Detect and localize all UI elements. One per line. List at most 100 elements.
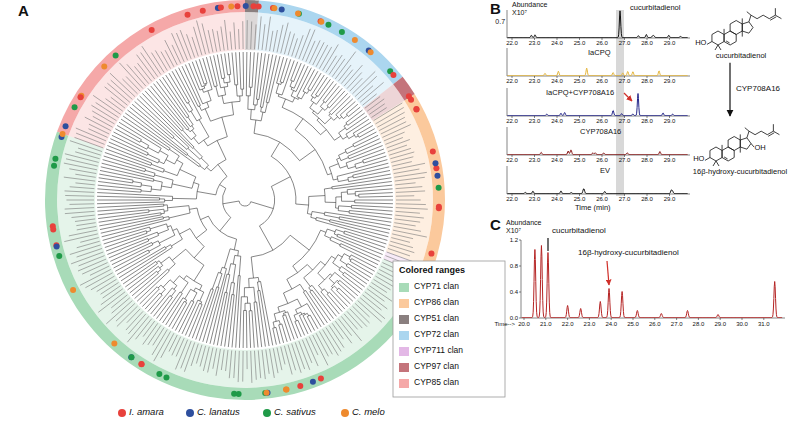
species-dot: [60, 131, 66, 137]
tick: [669, 76, 670, 78]
y-axis: [507, 127, 508, 155]
atom-label: HO: [695, 39, 706, 48]
species-dot: [251, 3, 257, 9]
tick: [602, 194, 603, 196]
species-dot: [432, 160, 438, 166]
y-axis: [521, 240, 522, 318]
enzyme-label: CYP708A16: [736, 84, 780, 93]
tick: [512, 116, 513, 118]
trace-label: CYP708A16: [580, 128, 621, 137]
tick: [742, 318, 743, 320]
tick-label: 28.0: [641, 157, 653, 164]
tick-label: 26.0: [596, 196, 608, 203]
chemical-structure: [692, 118, 788, 168]
tick: [519, 318, 521, 319]
panel-letter: C: [490, 216, 501, 233]
tick-label: 25.0: [574, 118, 586, 125]
tick: [579, 155, 580, 157]
panel-letter: B: [490, 0, 501, 17]
tick-label: 25.0: [574, 157, 586, 164]
tick: [669, 194, 670, 196]
tick: [763, 318, 764, 320]
legend-text: CYP72 clan: [414, 330, 459, 340]
tick: [519, 292, 521, 293]
legend-text: I. amara: [129, 407, 164, 418]
tick: [720, 318, 721, 320]
species-dot: [271, 5, 277, 11]
legend-swatch: [399, 283, 409, 292]
tick: [624, 155, 625, 157]
tick: [512, 38, 513, 40]
tick-label: 22.0: [506, 78, 518, 85]
tick-label: 26.0: [596, 157, 608, 164]
species-dot: [200, 8, 206, 14]
species-dot: [284, 387, 290, 393]
tick-label: 30.0: [736, 321, 748, 328]
tick: [654, 318, 655, 320]
tick-label: 27.0: [619, 40, 631, 47]
tick-label: 29.0: [664, 157, 676, 164]
tick: [624, 194, 625, 196]
species-dot: [296, 11, 302, 17]
tick-label: 24.0: [551, 196, 563, 203]
tick: [524, 318, 525, 320]
tick-label: 20.0: [518, 321, 530, 328]
species-dot: [163, 374, 169, 380]
species-dot: [325, 22, 331, 28]
clan-ring: [404, 94, 445, 268]
tick-label: 22.0: [506, 196, 518, 203]
species-dot: [352, 37, 358, 43]
legend-swatch: [399, 379, 409, 388]
tick: [557, 116, 558, 118]
species-dot: [139, 361, 145, 367]
trace-label: IaCPQ+CYP708A16: [546, 89, 614, 98]
legend-swatch: [399, 331, 409, 340]
legend-text: CYP711 clan: [414, 346, 463, 356]
legend-text: CYP97 clan: [414, 362, 459, 372]
tick: [602, 38, 603, 40]
species-dot: [234, 3, 240, 9]
clan-ring: [45, 132, 429, 400]
tick: [611, 318, 612, 320]
tick: [519, 266, 521, 267]
tick: [624, 76, 625, 78]
tick: [557, 38, 558, 40]
tick-label: 24.0: [551, 118, 563, 125]
y-axis: [507, 48, 508, 76]
tick: [579, 76, 580, 78]
tick-label: 24.0: [551, 78, 563, 85]
species-dot: [185, 12, 191, 18]
tick-label: 29.0: [664, 196, 676, 203]
tick-label: 23.0: [529, 118, 541, 125]
tick-label: 28.0: [693, 321, 705, 328]
tick-label: 31.0: [758, 321, 770, 328]
tick-label: 23.0: [529, 78, 541, 85]
tick: [534, 194, 535, 196]
species-dot: [339, 29, 345, 35]
legend-text: C. sativus: [274, 407, 316, 418]
species-dot: [318, 18, 324, 24]
compound-box: cucurbitadienol: [694, 2, 788, 61]
species-dot: [390, 72, 396, 78]
species-dot: [279, 7, 285, 13]
species-dot: [414, 106, 420, 112]
tick-label: 24.0: [551, 40, 563, 47]
tick: [647, 194, 648, 196]
tick-label: 22.0: [506, 118, 518, 125]
legend-text: C. melo: [352, 407, 385, 418]
tick-label: 21.0: [540, 321, 552, 328]
tick: [557, 76, 558, 78]
tick-label: 29.0: [664, 118, 676, 125]
tick: [512, 194, 513, 196]
tick: [579, 116, 580, 118]
chromatogram-trace: [508, 11, 688, 38]
tree-branches: [97, 52, 393, 348]
tick: [647, 155, 648, 157]
tick-label: 28.0: [641, 78, 653, 85]
species-dot: [149, 27, 155, 33]
species-dot: [128, 354, 134, 360]
axis-label: X10⁷: [512, 9, 527, 17]
tick: [534, 38, 535, 40]
